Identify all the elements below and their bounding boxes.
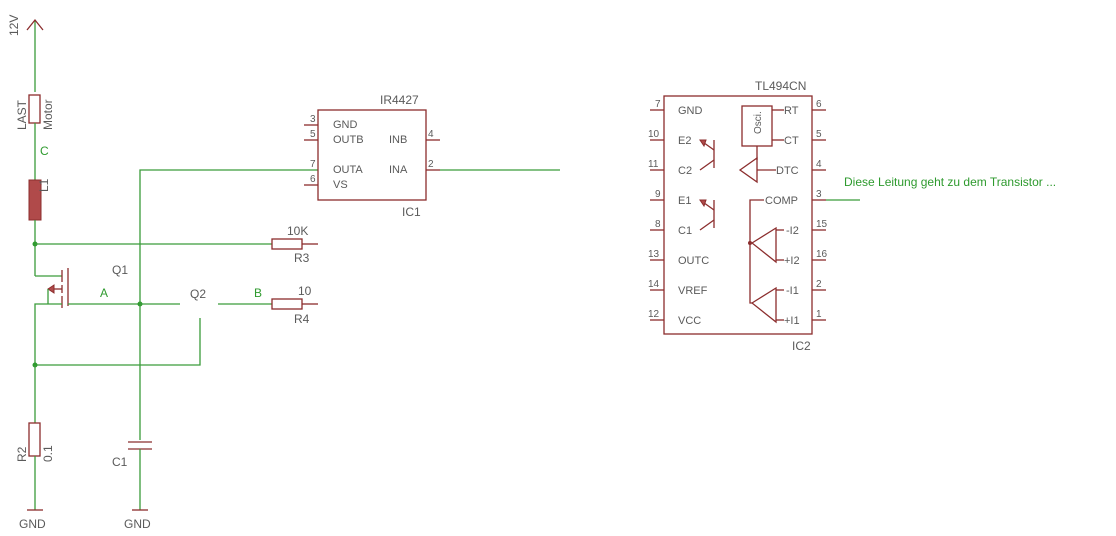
junction (748, 241, 752, 245)
pin-label: +I1 (784, 315, 800, 327)
pin-label: INB (389, 134, 407, 146)
r2-value: 0.1 (41, 445, 55, 462)
pin-label: E2 (678, 135, 691, 147)
pin-number: 11 (648, 159, 659, 170)
pin-label: CT (784, 135, 799, 147)
ground-label: GND (19, 517, 46, 531)
ground-symbol: GND (19, 509, 46, 531)
r2-name: R2 (15, 446, 29, 462)
pin-number: 4 (816, 159, 822, 170)
pin-number: 5 (310, 129, 316, 140)
r3-value: 10K (287, 224, 308, 238)
error-amplifier-2 (750, 226, 784, 264)
pin-label: -I1 (786, 285, 799, 297)
resistor-r4: 10 R4 (271, 284, 318, 326)
net-label-c: C (40, 144, 49, 158)
pin-number: 6 (816, 99, 822, 110)
pin-label: COMP (765, 195, 798, 207)
pin-label: VREF (678, 285, 708, 297)
pin-number: 5 (816, 129, 822, 140)
pin-label: GND (678, 105, 703, 117)
r3-name: R3 (294, 251, 310, 265)
pin-number: 4 (428, 129, 434, 140)
pin-number: 2 (428, 159, 434, 170)
output-transistor-1 (699, 199, 715, 231)
pin-number: 6 (310, 174, 316, 185)
transistor-q1: Q1 (34, 263, 140, 365)
pin-label: GND (333, 119, 358, 131)
r4-value: 10 (298, 284, 312, 298)
ic1-chip: IR4427 IC1 3 5 7 6 4 2 GND OUTB OUTA VS … (304, 93, 440, 219)
pin-label: DTC (776, 165, 799, 177)
q2-name: Q2 (190, 287, 206, 301)
pin-number: 7 (310, 159, 316, 170)
inductor-l1: L1 (28, 178, 51, 276)
ic2-name: IC2 (792, 339, 811, 353)
error-amplifier-1 (750, 286, 784, 324)
capacitor-c1: C1 (112, 441, 152, 510)
ic2-chip: TL494CN IC2 7 10 11 9 8 13 14 12 6 5 4 3 (648, 79, 828, 353)
pin-number: 14 (648, 279, 660, 290)
pin-label: C1 (678, 225, 692, 237)
supply-label: 12V (7, 15, 21, 36)
ic1-part: IR4427 (380, 93, 419, 107)
pin-number: 13 (648, 249, 660, 260)
oscillator-block: Osci. (738, 105, 784, 184)
pin-label: +I2 (784, 255, 800, 267)
pin-number: 16 (816, 249, 828, 260)
r4-name: R4 (294, 312, 310, 326)
pin-number: 12 (648, 309, 660, 320)
pin-label: C2 (678, 165, 692, 177)
ground-label: GND (124, 517, 151, 531)
motor-value: Motor (41, 99, 55, 130)
resistor-r2: R2 0.1 (15, 365, 55, 510)
net-label-b: B (254, 286, 262, 300)
pin-label: RT (784, 105, 799, 117)
output-transistor-2 (699, 139, 715, 171)
pin-label: VS (333, 179, 348, 191)
net-label-a: A (100, 286, 108, 300)
pin-number: 3 (816, 189, 822, 200)
pin-label: E1 (678, 195, 691, 207)
ic1-name: IC1 (402, 205, 421, 219)
ground-symbol: GND (124, 509, 151, 531)
pin-number: 10 (648, 129, 660, 140)
pin-number: 9 (655, 189, 661, 200)
oscillator-label: Osci. (753, 111, 764, 134)
q1-name: Q1 (112, 263, 128, 277)
pin-number: 1 (816, 309, 822, 320)
pin-label: -I2 (786, 225, 799, 237)
inductor-name: L1 (37, 178, 51, 192)
annotation-note: Diese Leitung geht zu dem Transistor ... (844, 175, 1056, 189)
motor-resistor: LAST Motor (15, 94, 55, 180)
pin-label: VCC (678, 315, 701, 327)
pin-label: OUTC (678, 255, 709, 267)
pin-label: OUTB (333, 134, 364, 146)
pin-number: 3 (310, 114, 316, 125)
pin-number: 7 (655, 99, 661, 110)
pin-number: 8 (655, 219, 661, 230)
supply-12v: 12V (7, 15, 44, 92)
c1-name-text: C1 (112, 455, 128, 469)
ic2-part: TL494CN (755, 79, 806, 93)
pin-label: INA (389, 164, 408, 176)
resistor-r3: 10K R3 (271, 224, 318, 265)
pin-number: 15 (816, 219, 828, 230)
motor-name: LAST (15, 99, 29, 130)
pin-label: OUTA (333, 164, 363, 176)
pin-number: 2 (816, 279, 822, 290)
